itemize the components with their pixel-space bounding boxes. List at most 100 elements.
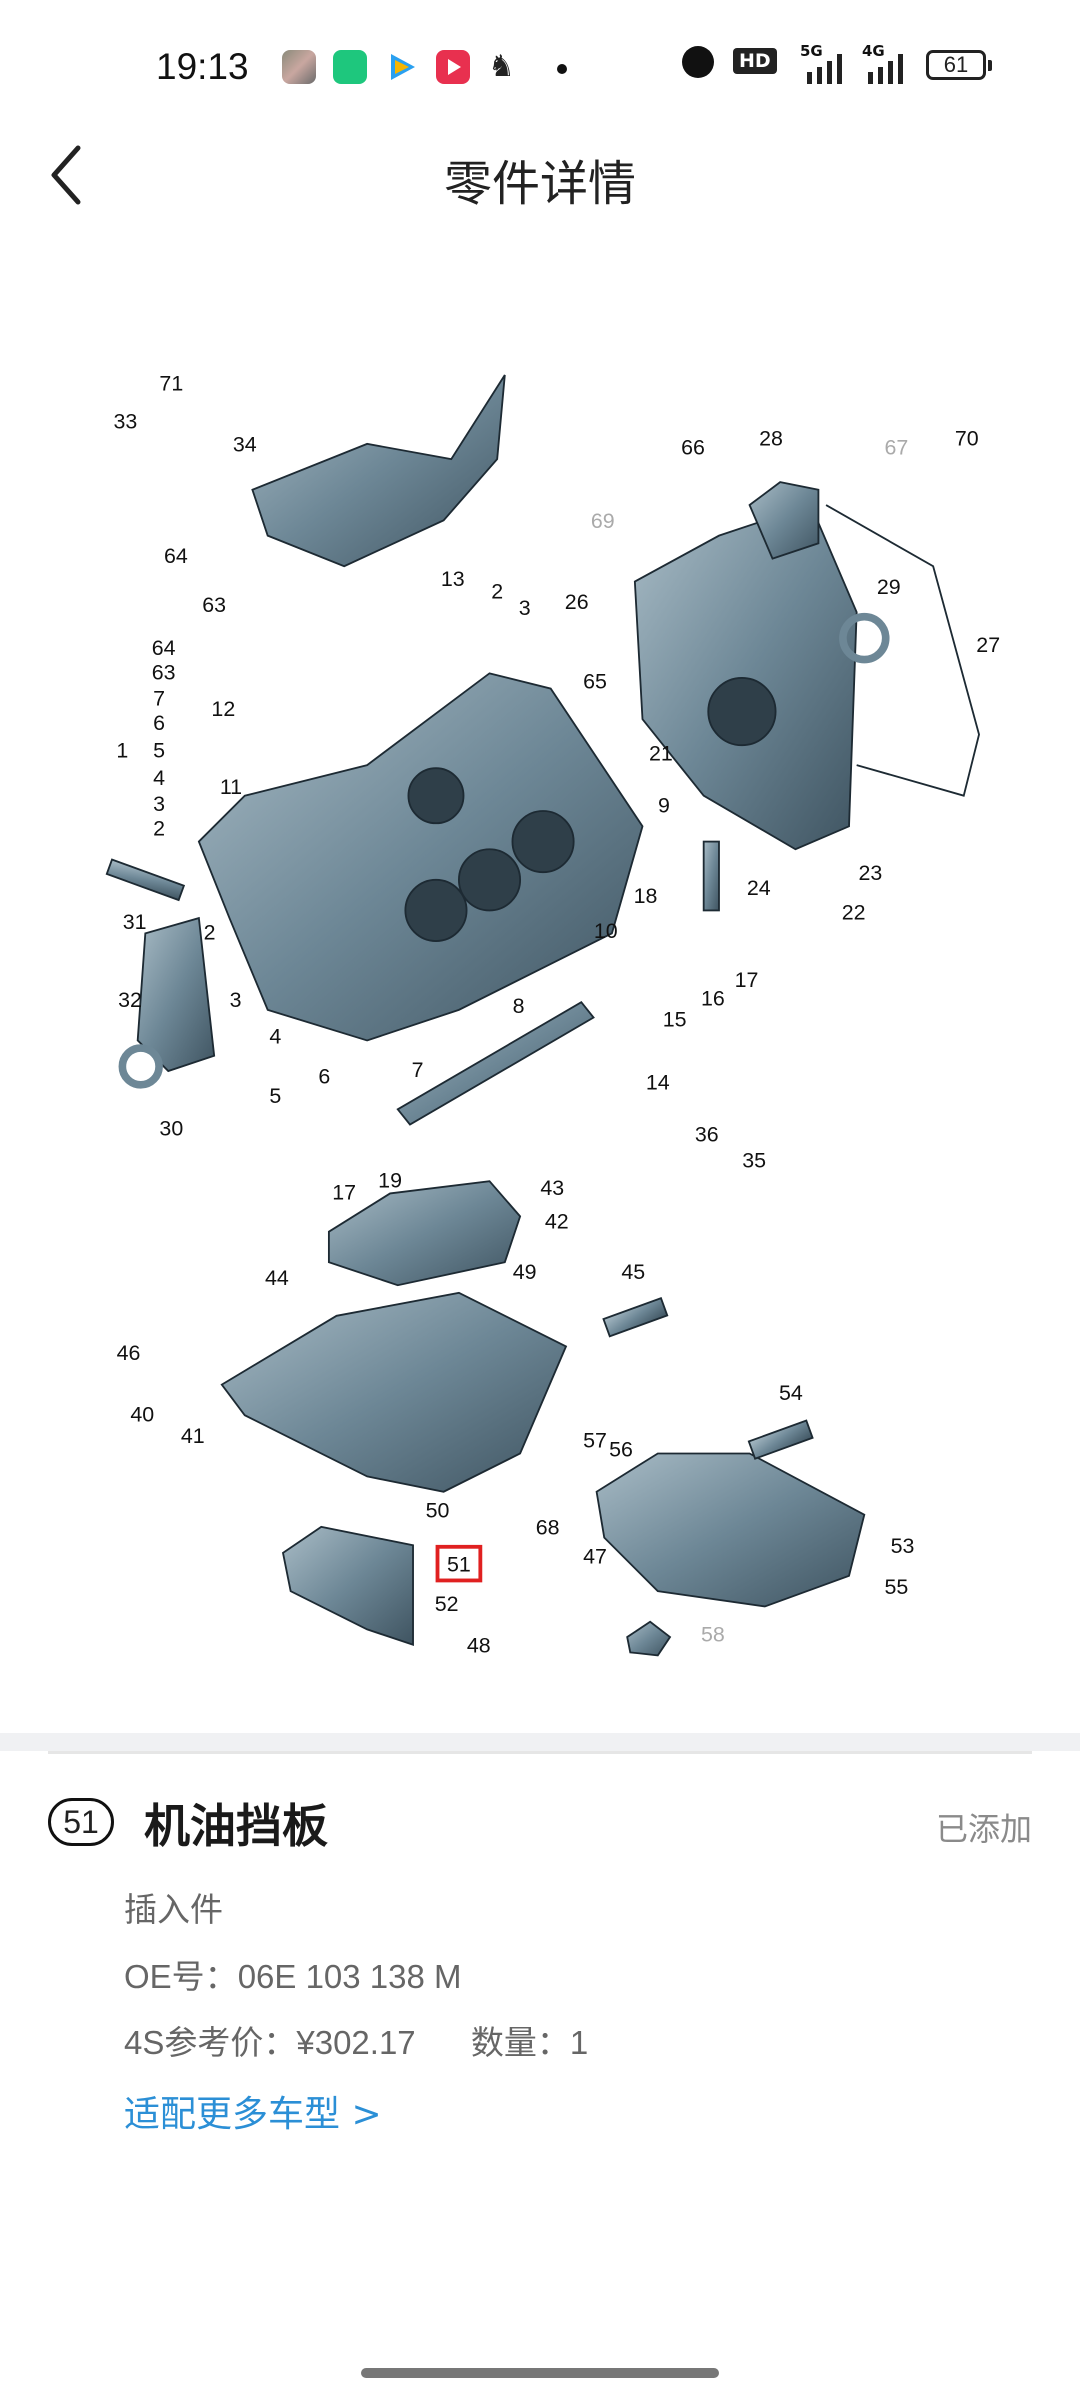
callout-28[interactable]: 28 — [759, 426, 783, 450]
added-status[interactable]: 已添加 — [935, 1810, 1032, 1848]
more-models-link[interactable]: 适配更多车型 > — [124, 2094, 382, 2135]
callout-42[interactable]: 42 — [545, 1210, 569, 1234]
callout-12[interactable]: 12 — [211, 697, 235, 721]
callout-10[interactable]: 10 — [594, 919, 618, 943]
callout-63[interactable]: 63 — [152, 660, 176, 684]
page-title: 零件详情 — [443, 156, 636, 212]
callout-8[interactable]: 8 — [513, 994, 525, 1018]
callout-66[interactable]: 66 — [681, 436, 705, 460]
callout-5[interactable]: 5 — [269, 1084, 281, 1108]
callout-35[interactable]: 35 — [742, 1148, 766, 1172]
network-5g-label: 5G — [800, 42, 823, 60]
callout-57[interactable]: 57 — [583, 1428, 607, 1452]
callout-16[interactable]: 16 — [701, 986, 725, 1010]
callout-65[interactable]: 65 — [583, 670, 607, 694]
callout-2[interactable]: 2 — [491, 579, 503, 603]
callout-68[interactable]: 68 — [536, 1516, 560, 1540]
section-divider — [0, 1733, 1080, 1751]
callout-36[interactable]: 36 — [695, 1122, 719, 1146]
callout-56[interactable]: 56 — [609, 1438, 633, 1462]
callout-48[interactable]: 48 — [467, 1633, 491, 1657]
timing-cover — [633, 503, 858, 851]
seal-ring — [118, 1044, 163, 1089]
callout-7[interactable]: 7 — [153, 686, 165, 710]
callout-40[interactable]: 40 — [130, 1402, 154, 1426]
signal-5g-icon — [805, 54, 847, 88]
callout-53[interactable]: 53 — [891, 1534, 915, 1558]
callout-4[interactable]: 4 — [153, 766, 165, 790]
callout-27[interactable]: 27 — [976, 633, 1000, 657]
callout-6[interactable]: 6 — [153, 711, 165, 735]
callout-33[interactable]: 33 — [114, 410, 138, 434]
callout-24[interactable]: 24 — [747, 876, 771, 900]
oil-deflector-51 — [281, 1525, 414, 1646]
callout-19[interactable]: 19 — [378, 1168, 402, 1192]
chevron-left-icon — [51, 145, 81, 205]
callout-21[interactable]: 21 — [649, 742, 673, 766]
callout-15[interactable]: 15 — [663, 1008, 687, 1032]
callout-29[interactable]: 29 — [877, 575, 901, 599]
quantity-value: 1 — [569, 2024, 589, 2061]
callout-45[interactable]: 45 — [621, 1260, 645, 1284]
callout-1[interactable]: 1 — [116, 738, 128, 762]
callout-64[interactable]: 64 — [152, 636, 176, 660]
callout-4[interactable]: 4 — [269, 1025, 281, 1049]
sealant-tube — [702, 840, 720, 912]
callout-49[interactable]: 49 — [513, 1260, 537, 1284]
quantity-label: 数量： — [470, 2024, 570, 2061]
callout-7[interactable]: 7 — [412, 1058, 424, 1082]
callout-23[interactable]: 23 — [859, 861, 883, 885]
callout-17[interactable]: 17 — [735, 968, 759, 992]
callout-47[interactable]: 47 — [583, 1545, 607, 1569]
callout-64[interactable]: 64 — [164, 544, 188, 568]
callout-5[interactable]: 5 — [153, 738, 165, 762]
callout-46[interactable]: 46 — [117, 1341, 141, 1365]
divider-line — [48, 1751, 1032, 1754]
callout-50[interactable]: 50 — [426, 1499, 450, 1523]
home-indicator[interactable] — [361, 2368, 719, 2378]
back-button[interactable] — [40, 140, 100, 210]
callout-69[interactable]: 69 — [591, 509, 615, 533]
callout-3[interactable]: 3 — [230, 988, 242, 1012]
callout-44[interactable]: 44 — [265, 1266, 289, 1290]
callout-63[interactable]: 63 — [202, 593, 226, 617]
callout-52[interactable]: 52 — [435, 1592, 459, 1616]
callout-18[interactable]: 18 — [634, 884, 658, 908]
callout-13[interactable]: 13 — [441, 567, 465, 591]
callout-70[interactable]: 70 — [955, 426, 979, 450]
callout-6[interactable]: 6 — [318, 1064, 330, 1088]
part-name: 机油挡板 — [144, 1799, 328, 1853]
callout-67[interactable]: 67 — [885, 436, 909, 460]
baffle-plate — [327, 1180, 522, 1287]
tencent-video-icon — [385, 50, 419, 84]
callout-54[interactable]: 54 — [779, 1381, 803, 1405]
top-app-bar: 零件详情 — [0, 130, 1080, 220]
callout-41[interactable]: 41 — [181, 1424, 205, 1448]
callout-43[interactable]: 43 — [540, 1176, 564, 1200]
callout-26[interactable]: 26 — [565, 590, 589, 614]
callout-2[interactable]: 2 — [153, 816, 165, 840]
callout-51[interactable]: 51 — [447, 1552, 471, 1576]
callout-17[interactable]: 17 — [332, 1181, 356, 1205]
callout-31[interactable]: 31 — [123, 910, 147, 934]
battery-indicator: 61 — [926, 50, 992, 80]
callout-71[interactable]: 71 — [159, 371, 183, 395]
valve-cover — [251, 374, 506, 568]
callout-9[interactable]: 9 — [658, 794, 670, 818]
callout-34[interactable]: 34 — [233, 433, 257, 457]
callout-2[interactable]: 2 — [204, 920, 216, 944]
callout-3[interactable]: 3 — [519, 596, 531, 620]
callout-30[interactable]: 30 — [159, 1116, 183, 1140]
callout-14[interactable]: 14 — [646, 1070, 670, 1094]
hd-icon: HD — [733, 48, 777, 74]
callout-22[interactable]: 22 — [842, 901, 866, 925]
alarm-icon — [682, 46, 714, 78]
callout-32[interactable]: 32 — [118, 988, 142, 1012]
callout-3[interactable]: 3 — [153, 792, 165, 816]
callout-55[interactable]: 55 — [885, 1575, 909, 1599]
oe-number-row: OE号：06E 103 138 M — [124, 1950, 462, 1998]
callout-11[interactable]: 11 — [220, 775, 242, 799]
callout-58[interactable]: 58 — [701, 1623, 725, 1647]
